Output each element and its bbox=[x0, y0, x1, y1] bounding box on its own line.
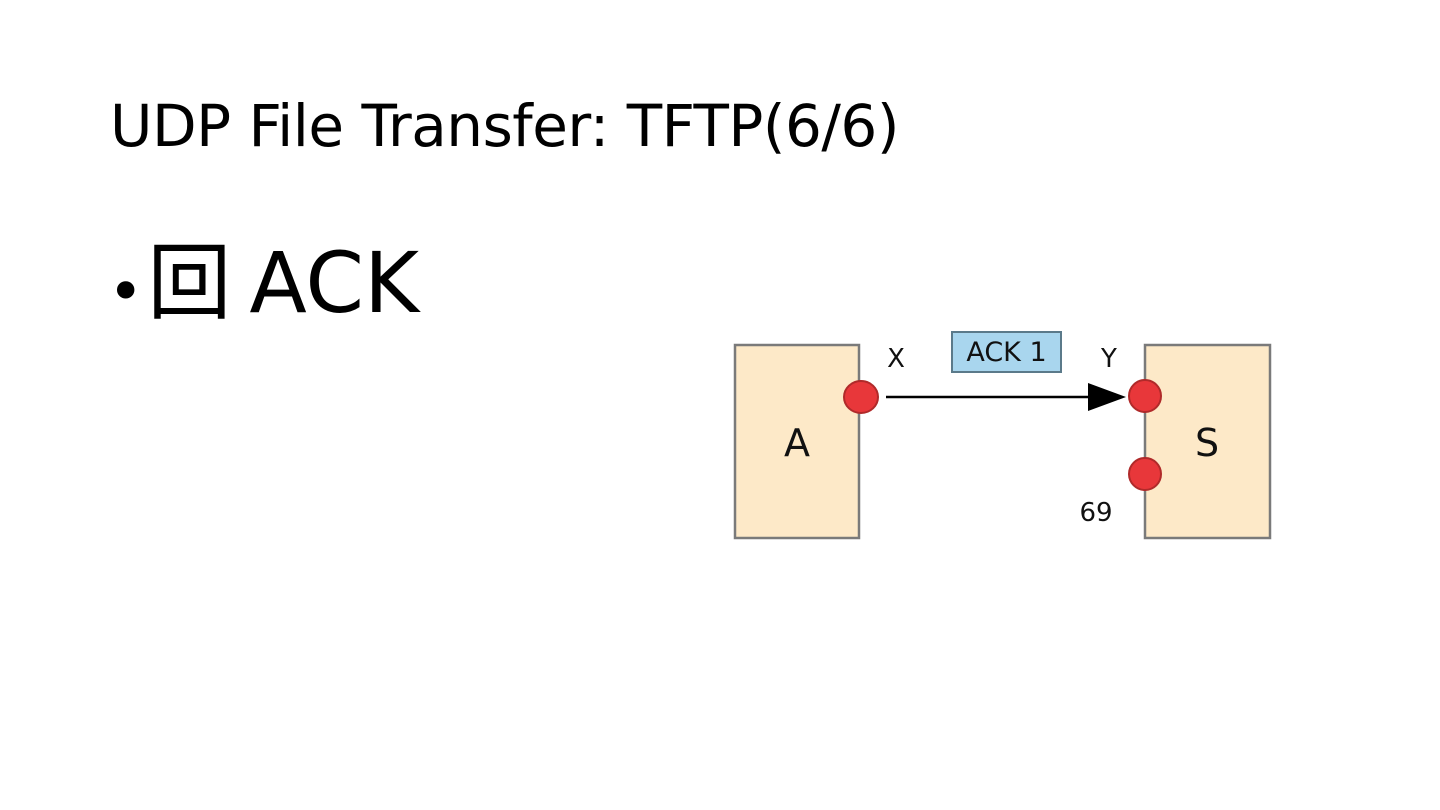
message-arrowhead bbox=[1088, 383, 1126, 411]
node-a-box bbox=[733, 343, 861, 540]
port-x bbox=[843, 380, 879, 414]
port-y bbox=[1128, 379, 1162, 413]
port-y-label: Y bbox=[1100, 344, 1117, 374]
message-label-box bbox=[951, 331, 1062, 373]
bullet-item: • 回 ACK bbox=[108, 235, 419, 340]
message-label: ACK 1 bbox=[966, 337, 1046, 368]
bullet-glyph: 回 bbox=[147, 234, 232, 332]
tftp-diagram-svg: A S X Y 69 ACK 1 bbox=[733, 331, 1272, 540]
tftp-diagram: A S X Y 69 ACK 1 bbox=[720, 320, 1290, 554]
node-a-label: A bbox=[784, 421, 810, 465]
slide-title: UDP File Transfer: TFTP(6/6) bbox=[110, 92, 899, 160]
node-s-label: S bbox=[1195, 421, 1219, 465]
node-s-box bbox=[1143, 343, 1272, 540]
port-69-label: 69 bbox=[1079, 498, 1112, 528]
bullet-text: ACK bbox=[249, 234, 420, 332]
bullet-dot: • bbox=[108, 257, 144, 327]
port-69 bbox=[1128, 457, 1162, 491]
port-x-label: X bbox=[887, 344, 905, 374]
